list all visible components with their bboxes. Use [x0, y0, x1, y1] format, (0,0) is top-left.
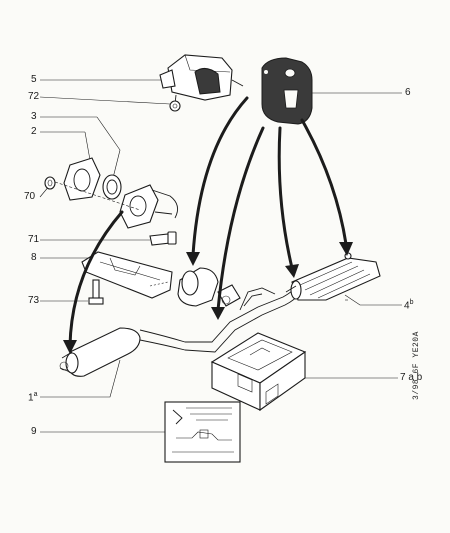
- flange: [54, 181, 179, 229]
- part-9-label-card: [164, 401, 241, 463]
- callout-73: 73: [28, 295, 40, 306]
- leader-lines: [39, 79, 402, 433]
- callout-7ab: 7 a b: [400, 372, 423, 383]
- part-4b-rear-silencer: [285, 252, 381, 301]
- part-2-gasket: [63, 157, 101, 201]
- part-73-bolt: [88, 279, 104, 305]
- callout-4b: 4b: [404, 299, 414, 312]
- part-70-nut: [44, 176, 56, 190]
- callout-1a: 1a: [28, 391, 38, 404]
- callout-70: 70: [24, 191, 36, 202]
- callout-9: 9: [31, 426, 37, 437]
- part-1a-front-silencer: [59, 327, 141, 377]
- callout-72: 72: [28, 91, 40, 102]
- callout-6: 6: [405, 87, 411, 98]
- callout-8: 8: [31, 252, 37, 263]
- drawing-reference-code: 3/98 6F YE20A: [412, 331, 421, 400]
- callout-5: 5: [31, 74, 37, 85]
- part-5-mount-bracket: [159, 54, 244, 105]
- installation-arrows: [63, 96, 353, 354]
- middle-silencer: [177, 267, 241, 307]
- part-7ab-kit-box: [210, 332, 307, 412]
- part-3-sealing-ring: [102, 174, 122, 200]
- part-6-rubber-hanger: [261, 57, 313, 125]
- callout-2: 2: [31, 126, 37, 137]
- callout-71: 71: [28, 234, 40, 245]
- part-71-bolt: [149, 231, 177, 246]
- part-72-nut: [169, 100, 181, 112]
- callout-3: 3: [31, 111, 37, 122]
